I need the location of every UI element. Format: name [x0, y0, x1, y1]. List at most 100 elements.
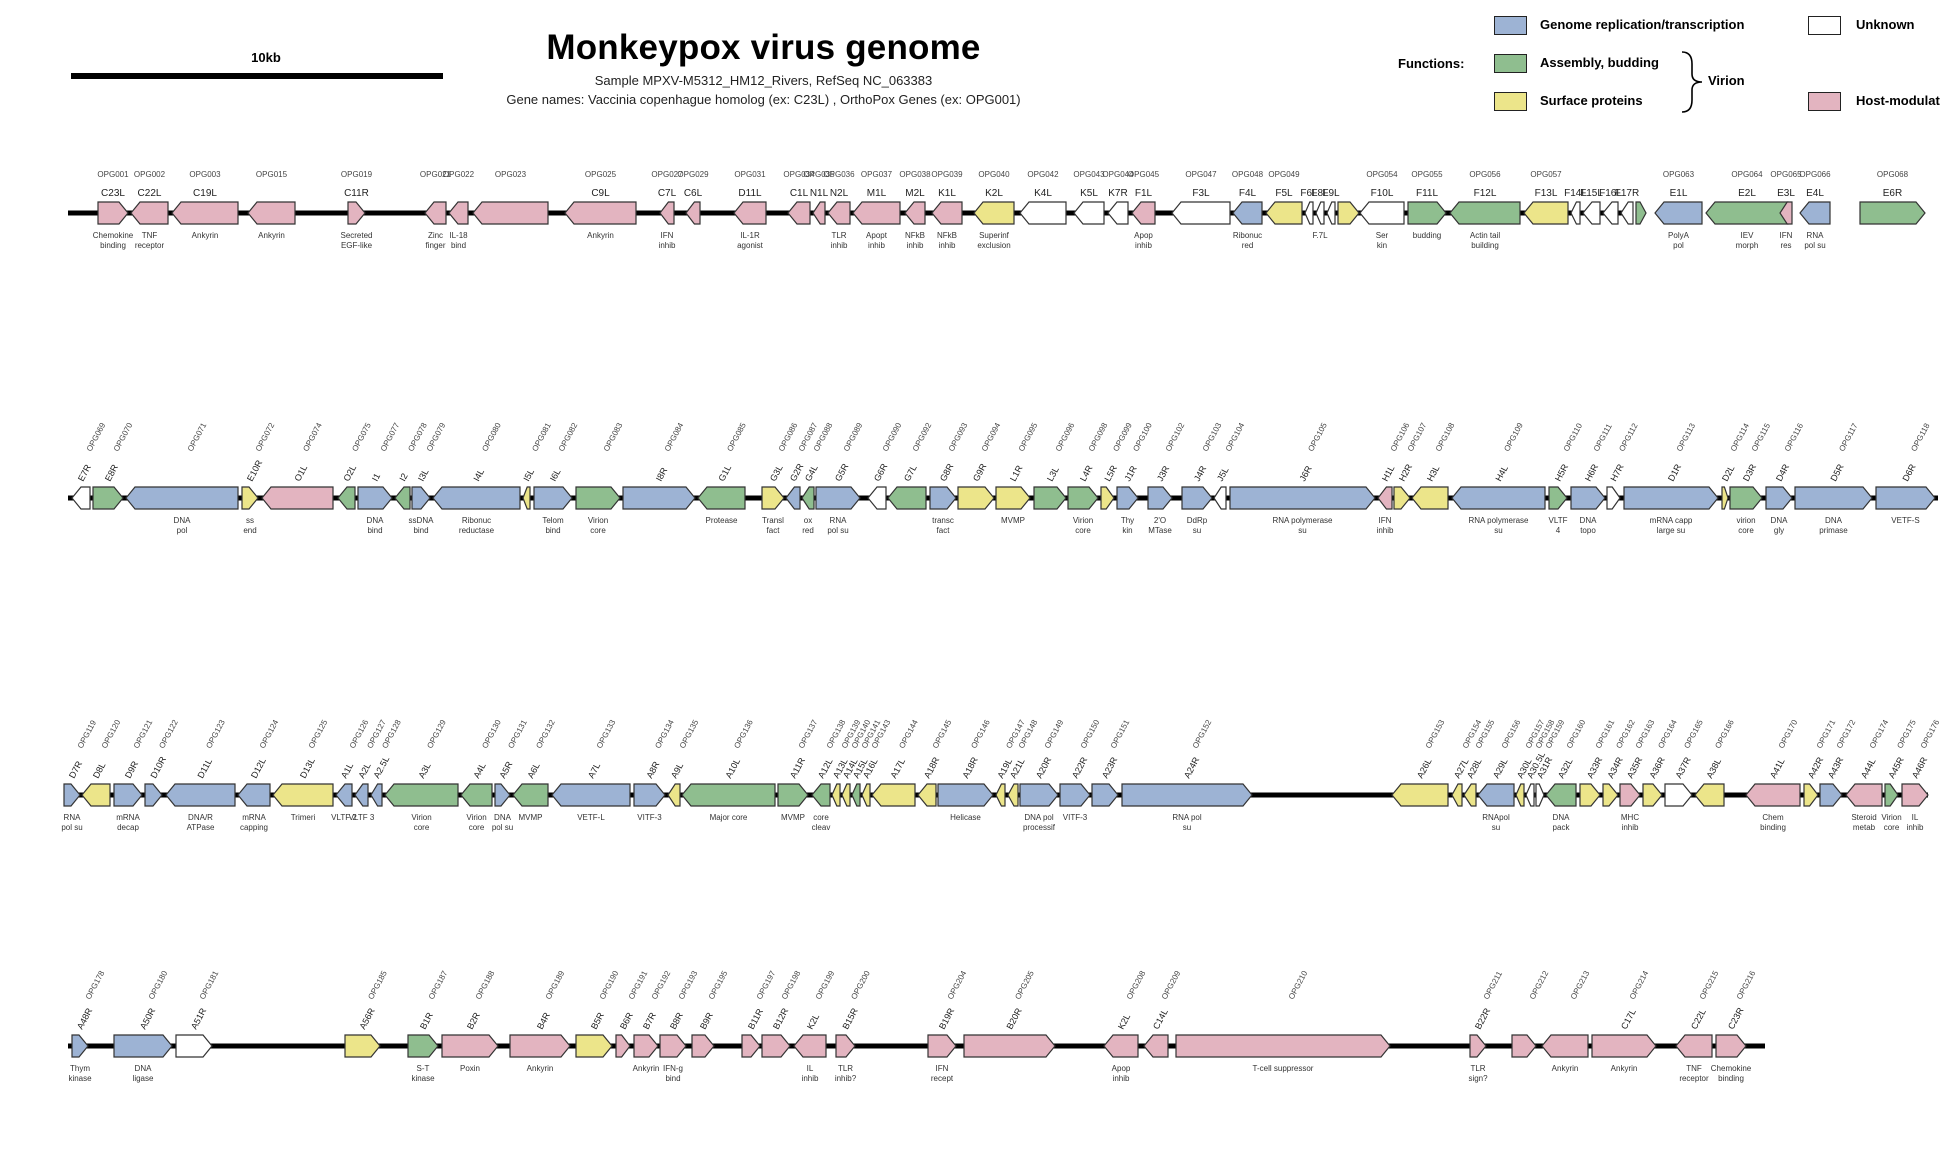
gene-arrow: [1799, 201, 1831, 225]
gene-function-label: VETF-L: [577, 813, 605, 822]
gene-function-label: inhib: [1377, 526, 1394, 535]
opg-id-label: OPG119: [76, 718, 99, 750]
opg-id-label: OPG200: [849, 969, 872, 1001]
gene-function-label: Telom: [542, 516, 564, 525]
gene-arrow: [785, 486, 801, 510]
gene-arrow: [1729, 486, 1763, 510]
gene-function-label: IL-18: [449, 231, 468, 240]
gene-function-label: inhib: [939, 241, 956, 250]
gene-arrow: [411, 486, 431, 510]
gene-function-label: gly: [1774, 526, 1784, 535]
gene-function-label: IFN: [661, 231, 674, 240]
gene-arrow: [1654, 201, 1703, 225]
opg-id-label: OPG113: [1675, 421, 1698, 453]
gene-function-label: Virion: [1881, 813, 1901, 822]
opg-id-label: OPG111: [1592, 422, 1614, 453]
gene-arrow: [835, 1034, 856, 1058]
gene-function-label: Ser: [1376, 231, 1389, 240]
gene-name-label: E3L: [1777, 188, 1795, 199]
gene-function-label: Ankyrin: [1611, 1064, 1638, 1073]
opg-id-label: OPG031: [734, 170, 766, 179]
opg-id-label: OPG114: [1729, 421, 1752, 453]
gene-function-label: Secreted: [340, 231, 372, 240]
opg-id-label: OPG134: [653, 718, 676, 750]
gene-function-label: topo: [1580, 526, 1596, 535]
gene-function-label: ssDNA: [409, 516, 435, 525]
gene-name-label: G2R: [788, 461, 806, 482]
gene-function-label: inhib: [1622, 823, 1639, 832]
gene-function-label: RNA polymerase: [1468, 516, 1529, 525]
gene-arrow: [522, 486, 531, 510]
gene-name-label: F11L: [1416, 188, 1438, 199]
gene-function-label: pol su: [1804, 241, 1825, 250]
gene-name-label: B8R: [668, 1010, 685, 1031]
opg-id-label: OPG092: [911, 421, 934, 453]
opg-id-label: OPG195: [707, 969, 730, 1001]
opg-id-label: OPG208: [1125, 969, 1148, 1001]
gene-function-label: budding: [1413, 231, 1441, 240]
gene-arrow: [448, 201, 469, 225]
opg-id-label: OPG071: [186, 421, 209, 453]
opg-id-label: OPG145: [931, 718, 954, 750]
opg-id-label: OPG029: [677, 170, 709, 179]
gene-arrow: [633, 1034, 659, 1058]
gene-function-label: Thy: [1121, 516, 1134, 525]
gene-arrow: [841, 783, 851, 807]
gene-function-label: pol su: [492, 823, 513, 832]
gene-function-label: mRNA capp: [1650, 516, 1693, 525]
gene-function-label: NFkB: [905, 231, 925, 240]
gene-function-label: decap: [117, 823, 139, 832]
gene-name-label: A45R: [1886, 755, 1906, 780]
gene-function-label: VLTF 3: [349, 813, 375, 822]
gene-arrow: [1019, 783, 1059, 807]
gene-function-label: binding: [100, 241, 126, 250]
opg-id-label: OPG069: [85, 421, 108, 453]
gene-function-label: Ribonuc: [462, 516, 491, 525]
gene-function-label: pack: [1553, 823, 1571, 832]
gene-arrow: [1765, 486, 1793, 510]
gene-arrow: [1116, 486, 1139, 510]
opg-id-label: OPG172: [1835, 718, 1858, 750]
opg-id-label: OPG034: [783, 170, 815, 179]
gene-function-label: T-cell suppressor: [1253, 1064, 1314, 1073]
gene-function-label: Virion: [411, 813, 431, 822]
gene-function-label: Major core: [710, 813, 748, 822]
gene-arrow: [347, 201, 366, 225]
gene-function-label: Ankyrin: [587, 231, 614, 240]
opg-id-label: OPG135: [678, 718, 701, 750]
opg-id-label: OPG125: [307, 718, 330, 750]
gene-name-label: B22R: [1473, 1006, 1493, 1031]
gene-arrow: [575, 1034, 613, 1058]
opg-id-label: OPG045: [1128, 170, 1160, 179]
legend-label-surface: Surface proteins: [1540, 93, 1643, 108]
gene-arrow: [1803, 783, 1819, 807]
gene-arrow: [927, 1034, 957, 1058]
gene-arrow: [1901, 783, 1929, 807]
gene-name-label: I4L: [471, 467, 486, 483]
gene-arrow: [1131, 201, 1156, 225]
opg-id-label: OPG204: [946, 969, 969, 1001]
gene-function-label: su: [1193, 526, 1201, 535]
legend-label-host: Host-modulat: [1856, 93, 1940, 108]
gene-name-label: A5R: [497, 759, 514, 780]
gene-name-label: D3R: [1741, 462, 1759, 483]
gene-arrow: [1715, 1034, 1747, 1058]
opg-id-label: OPG066: [1799, 170, 1831, 179]
gene: F17R: [1615, 188, 1639, 225]
gene-arrow: [861, 783, 871, 807]
opg-id-label: OPG047: [1185, 170, 1217, 179]
gene-function-label: Chemokine: [93, 231, 134, 240]
gene-function-label: Chem: [1762, 813, 1784, 822]
gene-name-label: H5R: [1553, 462, 1571, 483]
opg-id-label: OPG117: [1837, 421, 1860, 453]
gene-name-label: F10L: [1371, 188, 1394, 199]
